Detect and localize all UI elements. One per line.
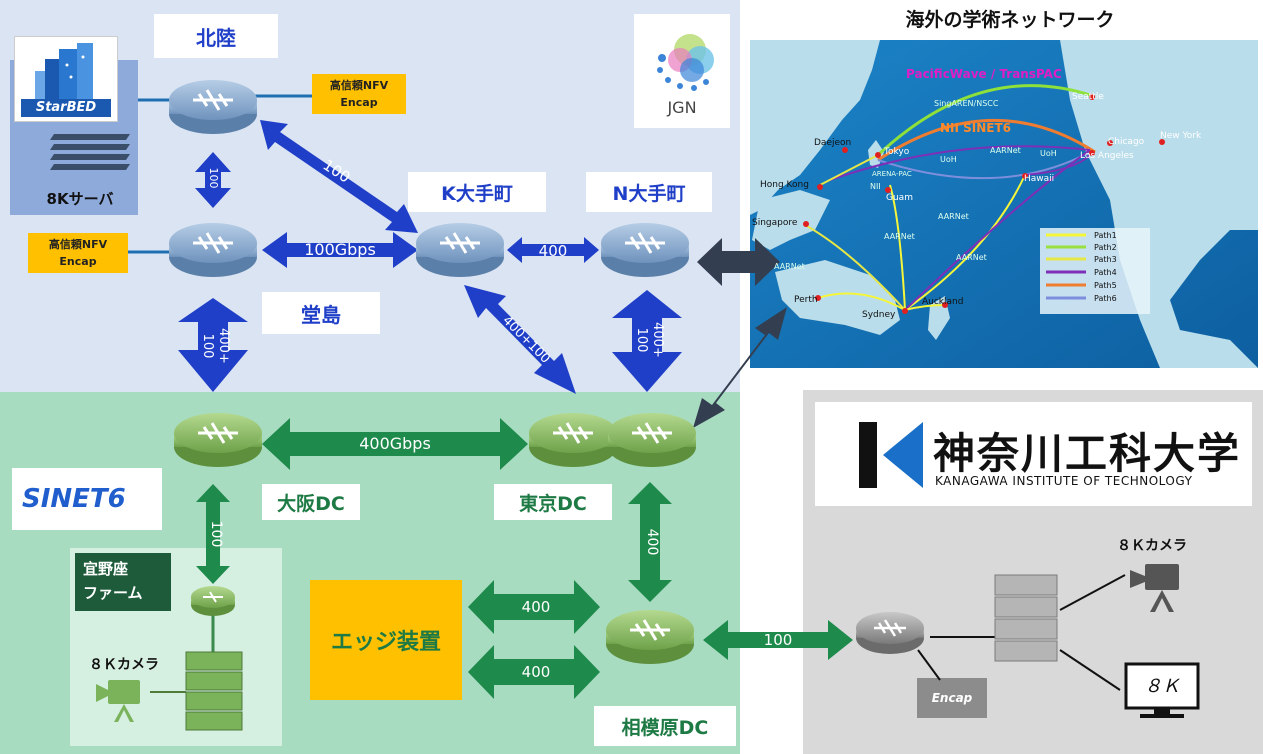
city-chicago: Chicago [1108, 137, 1145, 147]
overseas-map [750, 40, 1258, 368]
nfv-box-hokuriku: 高信頼NFV Encap [312, 74, 406, 114]
legend-path1: Path1 [1094, 231, 1117, 240]
link-label-notemachi-tokyo: 400+ 100 [634, 322, 665, 358]
map-label-pacificwave: PacificWave / TransPAC [906, 67, 1062, 81]
link-label-uoh-1: UoH [940, 155, 957, 164]
sinet-logo-text: SINET6 [22, 484, 126, 514]
nfv-label: 高信頼NFV [329, 79, 389, 92]
link-label-osaka-tokyo: 400Gbps [359, 434, 431, 453]
overseas-arrows [693, 238, 787, 428]
city-singapore: Singapore [752, 218, 798, 228]
kait-logo-sub: KANAGAWA INSTITUTE OF TECHNOLOGY [935, 474, 1193, 488]
label-dojima: 堂島 [262, 292, 380, 334]
legend-path4: Path4 [1094, 268, 1117, 277]
city-sydney: Sydney [862, 310, 896, 320]
city-perth: Perth [794, 295, 818, 305]
link-label-tokyo-sagamihara: 400 [644, 528, 660, 556]
label-sagamihara-dc: 相模原DC [594, 706, 736, 746]
jgn-logo: JGN [634, 14, 730, 128]
monitor-label: ８Ｋ [1144, 676, 1180, 697]
link-label-aarnet-4: AARNet [956, 253, 987, 262]
overseas-title: 海外の学術ネットワーク [905, 8, 1115, 31]
link-label-kotemachi-notemachi: 400 [538, 242, 568, 260]
legend-path3: Path3 [1094, 255, 1117, 264]
nfv-encap-label: Encap [340, 96, 378, 109]
city-seattle: Seattle [1072, 92, 1104, 102]
city-daejeon: Daejeon [814, 138, 852, 148]
link-label-singaren: SingAREN/NSCC [934, 99, 999, 108]
legend-path6: Path6 [1094, 294, 1117, 303]
ginoza-server-icon [185, 651, 243, 731]
label-tokyo-dc: 東京DC [494, 484, 612, 520]
link-label-osaka-ginoza: 100 [208, 520, 224, 548]
label-osaka-dc: 大阪DC [262, 484, 360, 520]
city-hawaii: Hawaii [1024, 174, 1055, 184]
map-label-nii-sinet6: NII SINET6 [940, 121, 1012, 135]
city-guam: Guam [886, 193, 913, 203]
jgn-arrows [178, 120, 682, 394]
city-new-york: New York [1160, 131, 1202, 141]
city-los-angeles: Los Angeles [1080, 151, 1134, 161]
link-label-edge-upper: 400 [521, 598, 551, 616]
link-label-hokuriku-dojima: 100 [207, 167, 220, 189]
camera-label-ginoza: ８Ｋカメラ [89, 657, 159, 673]
link-label-aarnet-1: AARNet [990, 146, 1021, 155]
encap-box: Encap [917, 678, 987, 718]
link-label-edge-lower: 400 [521, 663, 551, 681]
nfv-label: 高信頼NFV [48, 238, 108, 251]
green-routers [174, 413, 696, 664]
label-k-otemachi: K大手町 [408, 172, 546, 212]
server-label: 8Kサーバ [46, 189, 114, 208]
starbed-logo-text: StarBED [21, 99, 111, 117]
label-hokuriku: 北陸 [154, 14, 278, 58]
nfv-box-dojima: 高信頼NFV Encap [28, 233, 128, 273]
link-label-dojima-osaka: 400+ 100 [200, 328, 231, 364]
kait-logo: 神奈川工科大学 KANAGAWA INSTITUTE OF TECHNOLOGY [815, 402, 1252, 506]
edge-device: エッジ装置 [310, 580, 462, 700]
city-hong-kong: Hong Kong [760, 180, 809, 190]
link-label-nii: NII [870, 182, 881, 191]
link-label-sagamihara-kait: 100 [763, 631, 793, 649]
legend-path2: Path2 [1094, 243, 1117, 252]
link-label-dojima-kotemachi: 100Gbps [304, 240, 376, 259]
link-label-arena-pac: ARENA-PAC [872, 170, 912, 178]
kait-server-icon [994, 574, 1058, 662]
jgn-logo-text: JGN [667, 98, 697, 117]
camera-icon-kait [1130, 564, 1179, 612]
camera-icon-ginoza [96, 680, 140, 722]
kait-router [856, 612, 924, 654]
monitor-icon [1124, 662, 1200, 718]
label-n-otemachi: N大手町 [586, 172, 712, 212]
starbed-logo: StarBED [14, 36, 118, 122]
legend-path5: Path5 [1094, 281, 1117, 290]
link-label-aarnet-3: AARNet [884, 232, 915, 241]
city-tokyo: Tokyo [884, 147, 910, 157]
ginoza-label: 宜野座 ファーム [75, 553, 171, 611]
blue-routers [169, 80, 689, 277]
sinet-logo: SINET6 [12, 468, 162, 530]
link-label-uoh-2: UoH [1040, 149, 1057, 158]
link-label-aarnet-5: AARNet [774, 262, 805, 271]
sinet-arrows [196, 418, 853, 699]
nfv-encap-label: Encap [59, 255, 97, 268]
camera-label-kait: ８Ｋカメラ [1117, 538, 1187, 554]
link-label-aarnet-2: AARNet [938, 212, 969, 221]
city-auckland: Auckland [922, 297, 964, 307]
server-stack-icon [50, 128, 134, 178]
kait-logo-name: 神奈川工科大学 [933, 429, 1242, 478]
